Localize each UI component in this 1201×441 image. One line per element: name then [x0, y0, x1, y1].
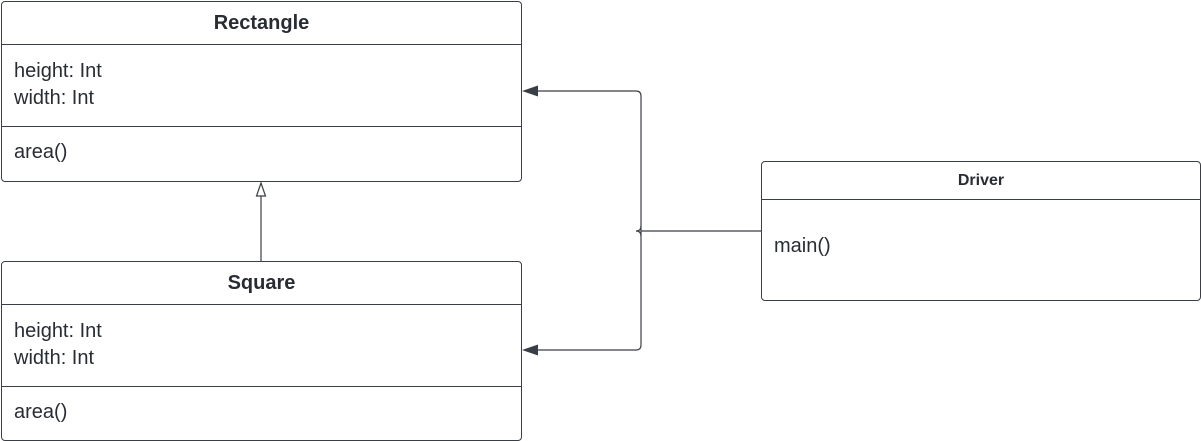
class-operations: area() [2, 387, 521, 426]
generalization-arrowhead [255, 181, 267, 197]
operation: main() [774, 235, 831, 257]
attribute: width: Int [14, 87, 95, 109]
operation: area() [14, 401, 68, 423]
association-line-rectangle [536, 90, 642, 231]
class-operations: main() [762, 200, 1200, 260]
class-name: Driver [762, 162, 1200, 200]
association-brace-tip [635, 225, 642, 237]
class-attributes: height: Int width: Int [2, 305, 521, 387]
association-line-square [536, 231, 642, 351]
class-operations: area() [2, 127, 521, 166]
class-name: Rectangle [2, 2, 521, 45]
class-square[interactable]: Square height: Int width: Int area() [1, 261, 522, 441]
attribute: width: Int [14, 347, 95, 369]
attribute: height: Int [14, 60, 102, 82]
association-arrowhead-square [522, 344, 538, 356]
class-attributes: height: Int width: Int [2, 45, 521, 127]
class-driver[interactable]: Driver main() [761, 161, 1201, 301]
operation: area() [14, 141, 68, 163]
association-arrowhead-rectangle [522, 85, 538, 97]
class-rectangle[interactable]: Rectangle height: Int width: Int area() [1, 1, 522, 182]
attribute: height: Int [14, 320, 102, 342]
class-name: Square [2, 262, 521, 305]
